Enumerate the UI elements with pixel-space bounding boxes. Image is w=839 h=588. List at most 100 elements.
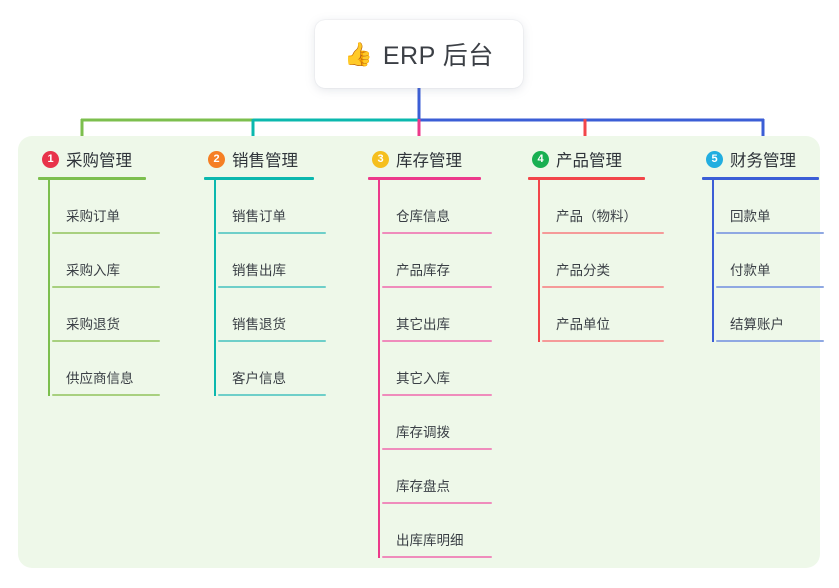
leaf-label: 产品（物料） — [556, 209, 637, 224]
leaf-label: 库存盘点 — [396, 479, 450, 494]
branch-number-badge: 5 — [706, 150, 723, 168]
branch-title: 销售管理 — [232, 152, 298, 170]
leaf-underline — [382, 502, 492, 504]
branch-number-badge: 1 — [42, 150, 59, 168]
branch-leaf-item[interactable]: 供应商信息 — [52, 342, 188, 396]
branch-leaf-item[interactable]: 产品单位 — [542, 288, 693, 342]
branch-leaf-item[interactable]: 采购退货 — [52, 288, 188, 342]
branch-leaf-item[interactable]: 产品（物料） — [542, 180, 693, 234]
branch-leaf-item[interactable]: 库存调拨 — [382, 396, 518, 450]
root-title: ERP 后台 — [382, 42, 494, 70]
branch-column-finance: 5 财务管理回款单付款单结算账户 — [702, 146, 839, 342]
branch-underline — [204, 177, 314, 180]
branch-leaf-item[interactable]: 仓库信息 — [382, 180, 518, 234]
leaf-label: 产品单位 — [556, 317, 610, 332]
leaf-underline — [52, 340, 160, 342]
branch-items-finance: 回款单付款单结算账户 — [702, 180, 839, 342]
branch-items-sales: 销售订单销售出库销售退货客户信息 — [204, 180, 354, 396]
branch-title: 产品管理 — [556, 152, 622, 170]
branch-items-product: 产品（物料） 产品分类产品单位 — [528, 180, 693, 342]
leaf-underline — [52, 286, 160, 288]
leaf-underline — [382, 448, 492, 450]
branch-leaf-item[interactable]: 采购入库 — [52, 234, 188, 288]
leaf-underline — [542, 232, 664, 234]
branch-leaf-item[interactable]: 客户信息 — [218, 342, 354, 396]
leaf-label: 结算账户 — [730, 317, 784, 332]
branch-title: 采购管理 — [66, 152, 132, 170]
leaf-underline — [218, 394, 326, 396]
leaf-underline — [382, 394, 492, 396]
leaf-label: 其它入库 — [396, 371, 450, 386]
leaf-underline — [542, 286, 664, 288]
branch-leaf-item[interactable]: 回款单 — [716, 180, 839, 234]
thumbs-up-icon: 👍 — [344, 40, 373, 67]
leaf-label: 回款单 — [730, 209, 771, 224]
leaf-label: 采购入库 — [66, 263, 120, 278]
branch-items-purchasing: 采购订单采购入库采购退货供应商信息 — [38, 180, 188, 396]
leaf-label: 采购退货 — [66, 317, 120, 332]
leaf-underline — [382, 232, 492, 234]
branch-leaf-item[interactable]: 付款单 — [716, 234, 839, 288]
leaf-label: 付款单 — [730, 263, 771, 278]
branch-stem — [538, 180, 540, 342]
branch-stem — [378, 180, 380, 558]
leaf-label: 出库库明细 — [396, 533, 464, 548]
branch-items-inventory: 仓库信息产品库存其它出库其它入库库存调拨库存盘点出库库明细 — [368, 180, 518, 558]
branches-panel — [18, 136, 820, 568]
branch-number-badge: 2 — [208, 150, 225, 168]
branch-column-sales: 2 销售管理销售订单销售出库销售退货客户信息 — [204, 146, 354, 396]
branch-column-purchasing: 1 采购管理采购订单采购入库采购退货供应商信息 — [38, 146, 188, 396]
leaf-underline — [52, 394, 160, 396]
leaf-underline — [218, 286, 326, 288]
root-node[interactable]: 👍 ERP 后台 — [315, 20, 523, 88]
branch-leaf-item[interactable]: 销售退货 — [218, 288, 354, 342]
leaf-label: 销售退货 — [232, 317, 286, 332]
leaf-underline — [542, 340, 664, 342]
branch-header-product[interactable]: 4 产品管理 — [528, 146, 693, 172]
leaf-label: 库存调拨 — [396, 425, 450, 440]
branch-underline — [368, 177, 481, 180]
branch-underline — [528, 177, 645, 180]
leaf-label: 客户信息 — [232, 371, 286, 386]
leaf-label: 产品库存 — [396, 263, 450, 278]
branch-header-sales[interactable]: 2 销售管理 — [204, 146, 354, 172]
branch-stem — [712, 180, 714, 342]
branch-leaf-item[interactable]: 产品库存 — [382, 234, 518, 288]
leaf-underline — [382, 286, 492, 288]
leaf-underline — [716, 232, 824, 234]
leaf-label: 采购订单 — [66, 209, 120, 224]
branch-leaf-item[interactable]: 出库库明细 — [382, 504, 518, 558]
branch-column-product: 4 产品管理产品（物料） 产品分类产品单位 — [528, 146, 693, 342]
leaf-label: 销售订单 — [232, 209, 286, 224]
leaf-underline — [382, 556, 492, 558]
branch-leaf-item[interactable]: 销售订单 — [218, 180, 354, 234]
leaf-label: 销售出库 — [232, 263, 286, 278]
leaf-underline — [218, 232, 326, 234]
branch-leaf-item[interactable]: 结算账户 — [716, 288, 839, 342]
branch-leaf-item[interactable]: 库存盘点 — [382, 450, 518, 504]
leaf-underline — [716, 340, 824, 342]
branch-header-purchasing[interactable]: 1 采购管理 — [38, 146, 188, 172]
branch-title: 财务管理 — [730, 152, 796, 170]
leaf-underline — [382, 340, 492, 342]
branch-stem — [214, 180, 216, 396]
branch-leaf-item[interactable]: 采购订单 — [52, 180, 188, 234]
branch-title: 库存管理 — [396, 152, 462, 170]
branch-number-badge: 4 — [532, 150, 549, 168]
leaf-underline — [218, 340, 326, 342]
branch-leaf-item[interactable]: 其它出库 — [382, 288, 518, 342]
branch-leaf-item[interactable]: 产品分类 — [542, 234, 693, 288]
branch-stem — [48, 180, 50, 396]
leaf-label: 供应商信息 — [66, 371, 134, 386]
leaf-underline — [52, 232, 160, 234]
branch-leaf-item[interactable]: 销售出库 — [218, 234, 354, 288]
leaf-underline — [716, 286, 824, 288]
leaf-label: 仓库信息 — [396, 209, 450, 224]
branch-header-finance[interactable]: 5 财务管理 — [702, 146, 839, 172]
branch-leaf-item[interactable]: 其它入库 — [382, 342, 518, 396]
branch-underline — [702, 177, 819, 180]
leaf-label: 产品分类 — [556, 263, 610, 278]
